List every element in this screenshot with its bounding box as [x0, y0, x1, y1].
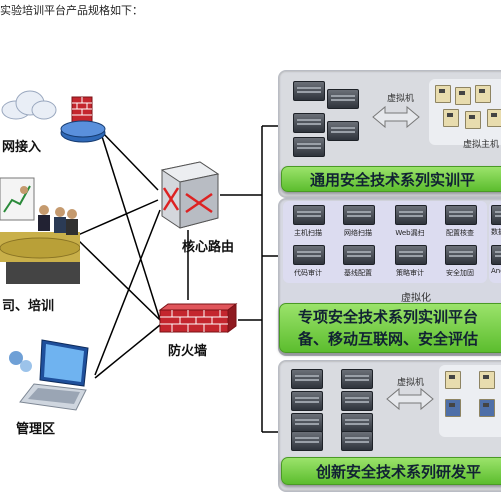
- bidirectional-arrow-icon: [372, 105, 420, 129]
- firewall-icon: [158, 303, 238, 333]
- tool-tile-label: 网络扫描: [344, 229, 372, 237]
- pc-icon: [479, 371, 495, 389]
- line-internet-router: [99, 129, 159, 191]
- server-icon: [293, 245, 325, 265]
- special-platform-banner-line1: 专项安全技术系列实训平台: [298, 308, 479, 326]
- pc-icon: [479, 399, 495, 417]
- server-icon: [291, 431, 323, 451]
- server-icon: [293, 113, 325, 133]
- tool-tile-label: 安全加固: [446, 269, 474, 277]
- training-scene-icon: [0, 177, 80, 284]
- server-icon: [491, 205, 501, 225]
- pc-icon: [445, 399, 461, 417]
- training-label: 司、培训: [2, 299, 55, 314]
- server-icon: [327, 121, 359, 141]
- server-icon: [293, 81, 325, 101]
- page-heading: 实验培训平台产品规格如下：: [0, 4, 143, 17]
- tool-tile: 主机扫描: [285, 203, 331, 241]
- cloud-icon: [1, 90, 57, 120]
- server-icon: [293, 137, 325, 157]
- general-platform-panel: 虚拟机 虚拟主机 通用安全技术系列实训平: [278, 70, 501, 198]
- extra-tool-label: Andr: [491, 267, 501, 275]
- tool-tile: 代码审计: [285, 243, 331, 281]
- laptop-icon: [9, 339, 89, 411]
- server-icon: [341, 391, 373, 411]
- tool-tile: 基线配置: [335, 243, 381, 281]
- tool-tile: Web漏扫: [387, 203, 433, 241]
- tool-tile-label: 主机扫描: [294, 229, 322, 237]
- core-router-label: 核心路由: [182, 240, 235, 255]
- tool-tile-label: Web漏扫: [395, 229, 425, 237]
- server-icon: [341, 413, 373, 433]
- firewall-router-icon: [60, 96, 106, 143]
- innovation-platform-panel: 虚拟机 创新安全技术系列研发平: [278, 360, 501, 492]
- tool-tile: 安全加固: [437, 243, 483, 281]
- tool-tile-label: 配置核查: [446, 229, 474, 237]
- pc-icon: [443, 109, 459, 127]
- pc-icon: [487, 109, 501, 127]
- server-icon: [291, 413, 323, 433]
- extra-tool-label: 数据: [491, 228, 501, 236]
- line-management-router: [94, 209, 161, 376]
- virtualization-label: 虚拟化: [401, 293, 431, 304]
- virtual-machine-label: 虚拟机: [387, 94, 415, 104]
- internet-access-label: 网接入: [2, 140, 42, 155]
- pc-icon: [445, 371, 461, 389]
- server-icon: [343, 245, 375, 265]
- special-platform-panel: 虚拟化 专项安全技术系列实训平台 备、移动互联网、安全评估 主机扫描 网络扫描 We…: [278, 198, 501, 356]
- tool-tile: 配置核查: [437, 203, 483, 241]
- management-label: 管理区: [16, 422, 56, 437]
- server-icon: [445, 205, 477, 225]
- special-platform-banner-line2: 备、移动互联网、安全评估: [298, 330, 479, 348]
- tool-tile: 策略审计: [387, 243, 433, 281]
- server-icon: [293, 205, 325, 225]
- server-icon: [395, 245, 427, 265]
- server-icon: [341, 431, 373, 451]
- server-icon: [327, 89, 359, 109]
- core-router-icon: [160, 161, 220, 229]
- pc-icon: [465, 111, 481, 129]
- server-icon: [445, 245, 477, 265]
- virtual-host-group: [439, 365, 501, 437]
- pc-icon: [475, 85, 491, 103]
- pc-icon: [435, 85, 451, 103]
- tool-tile-label: 策略审计: [396, 269, 424, 277]
- server-icon: [491, 245, 501, 265]
- bidirectional-arrow-icon: [386, 387, 434, 411]
- virtual-host-group: [429, 79, 501, 145]
- virtual-host-label: 虚拟主机: [463, 140, 500, 150]
- line-internet-firewall: [99, 129, 161, 321]
- virtual-machine-label: 虚拟机: [397, 378, 425, 388]
- line-management-firewall: [94, 324, 161, 379]
- tool-tile: 网络扫描: [335, 203, 381, 241]
- line-training-router: [77, 199, 159, 236]
- server-icon: [395, 205, 427, 225]
- general-platform-banner: 通用安全技术系列实训平: [281, 166, 501, 192]
- server-icon: [291, 391, 323, 411]
- server-icon: [343, 205, 375, 225]
- server-icon: [291, 369, 323, 389]
- tool-tile-label: 基线配置: [344, 269, 372, 277]
- firewall-label: 防火墙: [168, 344, 208, 359]
- server-icon: [341, 369, 373, 389]
- innovation-platform-banner: 创新安全技术系列研发平: [281, 457, 501, 485]
- line-training-firewall: [77, 239, 161, 321]
- special-platform-banner: 专项安全技术系列实训平台 备、移动互联网、安全评估: [279, 303, 501, 353]
- tool-tile-label: 代码审计: [294, 269, 322, 277]
- pc-icon: [455, 87, 471, 105]
